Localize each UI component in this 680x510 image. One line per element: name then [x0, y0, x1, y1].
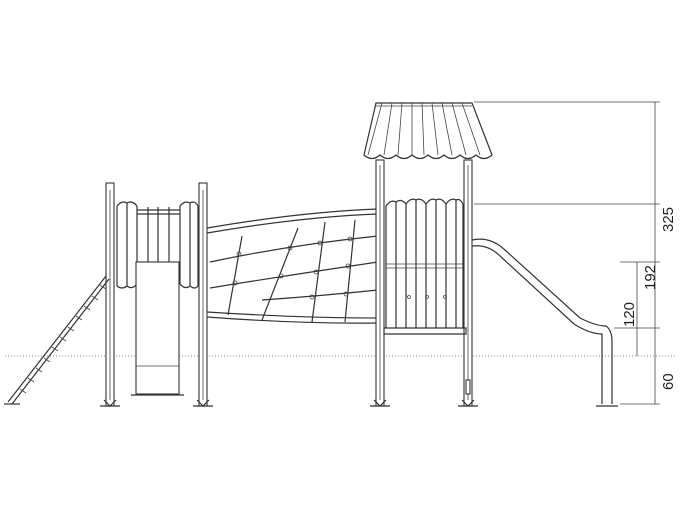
post-marker [465, 379, 471, 395]
dim-lower-platform: 120 [621, 302, 638, 327]
right-tower-planks [383, 198, 467, 335]
climbing-rope [4, 275, 110, 405]
left-tower [4, 182, 213, 407]
dimension-lines [474, 101, 660, 405]
right-tower [363, 102, 493, 407]
net-bridge [206, 208, 379, 324]
dim-roof-height: 325 [660, 207, 677, 232]
tower-roof [363, 102, 493, 160]
dim-upper-platform: 192 [642, 265, 659, 290]
dim-foundation-depth: 60 [660, 373, 677, 390]
left-slide-chute [135, 261, 180, 395]
right-slide [471, 238, 618, 407]
left-tower-planks [116, 201, 199, 289]
